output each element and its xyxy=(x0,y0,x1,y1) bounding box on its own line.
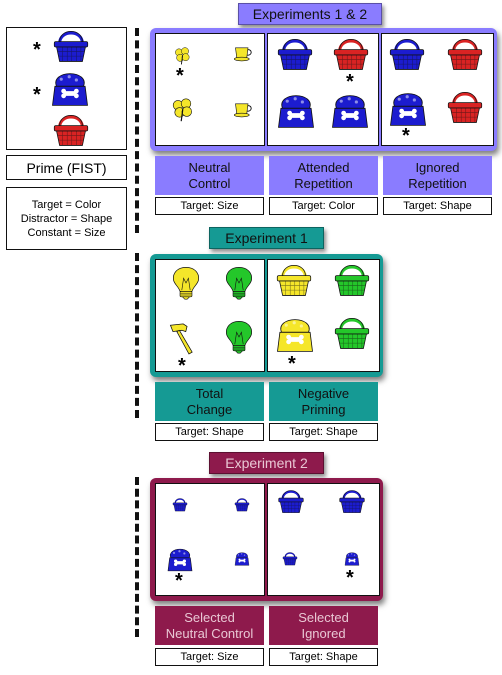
legend-constant: Constant = Size xyxy=(27,226,106,239)
blue-basket-icon xyxy=(277,489,305,514)
legend-distractor: Distractor = Shape xyxy=(20,212,113,225)
selected-neutral-control-panel: * xyxy=(155,483,265,596)
dashed-divider xyxy=(135,477,139,637)
target-asterisk: * xyxy=(33,84,41,106)
exp2-title: Experiment 2 xyxy=(209,452,324,474)
clover-icon xyxy=(174,47,190,65)
exp2-display-frame: * * xyxy=(150,478,383,601)
prime-display: * * xyxy=(6,27,127,150)
small-blue-basket-icon xyxy=(172,497,188,512)
target-size-label: Target: Size xyxy=(155,197,264,215)
exp1-title: Experiment 1 xyxy=(209,227,324,249)
blue-basket-icon xyxy=(338,489,366,514)
red-basket-icon xyxy=(332,37,370,71)
red-basket-icon xyxy=(446,37,484,71)
blue-bowl-icon xyxy=(332,95,368,128)
yellow-hammer-icon xyxy=(170,323,193,355)
selected-ignored-label: Selected Ignored xyxy=(269,606,378,645)
blue-bowl-icon xyxy=(278,95,314,128)
green-basket-icon xyxy=(333,316,371,350)
dashed-divider xyxy=(135,28,139,233)
blue-bowl-icon xyxy=(52,73,88,106)
clover-icon xyxy=(172,98,193,122)
target-shape-label: Target: Shape xyxy=(155,423,264,441)
red-basket-icon xyxy=(446,90,484,124)
selected-neutral-control-label: Selected Neutral Control xyxy=(155,606,264,645)
ignored-repetition-label: Ignored Repetition xyxy=(383,156,492,195)
target-shape-label: Target: Shape xyxy=(269,648,378,666)
target-size-label: Target: Size xyxy=(155,648,264,666)
exp12-display-frame: * * * xyxy=(150,28,497,151)
small-blue-basket-icon xyxy=(282,551,298,566)
cup-icon xyxy=(233,103,252,118)
attended-repetition-label: Attended Repetition xyxy=(269,156,378,195)
legend: Target = Color Distractor = Shape Consta… xyxy=(6,187,127,250)
yellow-basket-icon xyxy=(275,263,313,297)
target-shape-label: Target: Shape xyxy=(269,423,378,441)
target-asterisk: * xyxy=(178,355,186,377)
target-asterisk: * xyxy=(175,570,183,592)
neutral-control-panel: * xyxy=(155,33,265,146)
total-change-panel: * xyxy=(155,259,265,376)
target-asterisk: * xyxy=(402,125,410,147)
dashed-divider xyxy=(135,253,139,418)
yellow-bulb-icon xyxy=(172,267,200,300)
target-asterisk: * xyxy=(33,39,41,61)
target-asterisk: * xyxy=(346,567,354,589)
target-shape-label: Target: Shape xyxy=(383,197,492,215)
blue-basket-icon xyxy=(388,37,426,71)
total-change-label: Total Change xyxy=(155,382,264,421)
neutral-control-label: Neutral Control xyxy=(155,156,264,195)
target-asterisk: * xyxy=(288,353,296,375)
green-bulb-icon xyxy=(225,267,253,300)
target-color-label: Target: Color xyxy=(269,197,378,215)
attended-repetition-panel: * xyxy=(267,33,379,146)
small-blue-bowl-icon xyxy=(344,552,360,566)
ignored-repetition-panel: * xyxy=(381,33,494,146)
green-bulb-icon xyxy=(225,321,253,354)
cup-icon xyxy=(233,47,252,62)
small-blue-basket-icon xyxy=(234,497,250,512)
target-asterisk: * xyxy=(346,71,354,93)
target-asterisk: * xyxy=(176,65,184,87)
blue-bowl-icon xyxy=(167,548,193,572)
small-blue-bowl-icon xyxy=(234,552,250,566)
prime-label: Prime (FIST) xyxy=(6,155,127,180)
green-basket-icon xyxy=(333,263,371,297)
exp12-title: Experiments 1 & 2 xyxy=(238,3,382,25)
negative-priming-panel: * xyxy=(267,259,380,375)
selected-ignored-panel: * xyxy=(267,483,380,596)
red-basket-icon xyxy=(52,113,90,147)
blue-basket-icon xyxy=(52,29,90,63)
negative-priming-label: Negative Priming xyxy=(269,382,378,421)
legend-target: Target = Color xyxy=(31,198,102,211)
blue-bowl-icon xyxy=(390,93,426,126)
blue-basket-icon xyxy=(276,37,314,71)
yellow-bowl-icon xyxy=(277,319,313,352)
exp1-display-frame: * * xyxy=(150,254,383,377)
